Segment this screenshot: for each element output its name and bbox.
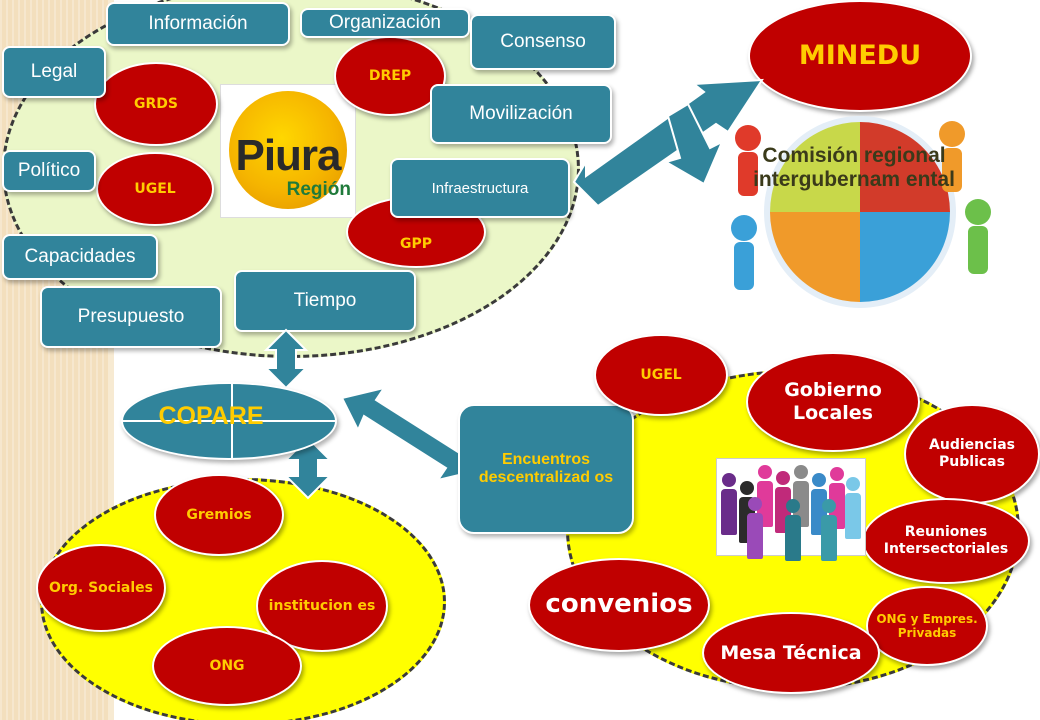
logo-sun xyxy=(229,91,347,209)
tag-politico: Político xyxy=(2,150,96,192)
tag-infraestructura: Infraestructura xyxy=(390,158,570,218)
right-ong-empresas: ONG y Empres. Privadas xyxy=(866,586,988,666)
copare-label: COPARE xyxy=(158,402,264,430)
tag-informacion: Información xyxy=(106,2,290,46)
encuentros-box: Encuentros descentralizad os xyxy=(458,404,634,534)
right-ugel: UGEL xyxy=(594,334,728,416)
arrow-minedu-commission xyxy=(663,102,724,186)
piura-region-logo: Piura Región xyxy=(220,84,356,218)
right-convenios: convenios xyxy=(528,558,710,652)
tag-presupuesto: Presupuesto xyxy=(40,286,222,348)
member-ong: ONG xyxy=(152,626,302,706)
arrow-copare-members xyxy=(283,436,333,500)
tag-consenso: Consenso xyxy=(470,14,616,70)
figure-orange-body xyxy=(942,148,962,192)
copare-divider-h xyxy=(123,420,335,422)
actor-drep: DREP xyxy=(334,36,446,116)
arrow-tiempo-copare xyxy=(263,328,309,390)
puzzle-piece-blue xyxy=(860,212,950,302)
puzzle-piece-orange xyxy=(770,212,860,302)
commission-puzzle-graphic xyxy=(731,116,991,308)
actor-grds: GRDS xyxy=(94,62,218,146)
figure-red-body xyxy=(738,152,758,196)
tag-legal: Legal xyxy=(2,46,106,98)
logo-subtitle: Región xyxy=(286,179,351,200)
right-reuniones: Reuniones Intersectoriales xyxy=(862,498,1030,584)
figure-blue-body xyxy=(734,242,754,290)
right-gobierno-locales: Gobierno Locales xyxy=(746,352,920,452)
strip-edge xyxy=(108,0,114,720)
tag-organizacion: Organización xyxy=(300,8,470,38)
person-figure xyxy=(785,499,801,561)
arrow-minedu-infra xyxy=(572,78,764,208)
node-minedu: MINEDU xyxy=(748,0,972,112)
logo-title: Piura xyxy=(235,131,341,180)
figure-red-head xyxy=(735,125,761,151)
tag-movilizacion: Movilización xyxy=(430,84,612,144)
member-org-sociales: Org. Sociales xyxy=(36,544,166,632)
member-gremios: Gremios xyxy=(154,474,284,556)
right-mesa-tecnica: Mesa Técnica xyxy=(702,612,880,694)
actor-ugel-top: UGEL xyxy=(96,152,214,226)
puzzle-piece-red xyxy=(860,122,950,212)
person-figure xyxy=(747,497,763,559)
person-figure xyxy=(821,499,837,561)
tag-tiempo: Tiempo xyxy=(234,270,416,332)
people-group-graphic xyxy=(716,458,866,561)
person-figure xyxy=(845,477,861,539)
figure-green-body xyxy=(968,226,988,274)
commission-label: Comisión regional intergubernam ental xyxy=(753,144,955,192)
person-figure xyxy=(721,473,737,535)
right-audiencias: Audiencias Publicas xyxy=(904,404,1040,504)
figure-blue-head xyxy=(731,215,757,241)
figure-green-head xyxy=(965,199,991,225)
puzzle-piece-green xyxy=(770,122,860,212)
copare-node xyxy=(121,382,337,460)
figure-orange-head xyxy=(939,121,965,147)
tag-capacidades: Capacidades xyxy=(2,234,158,280)
